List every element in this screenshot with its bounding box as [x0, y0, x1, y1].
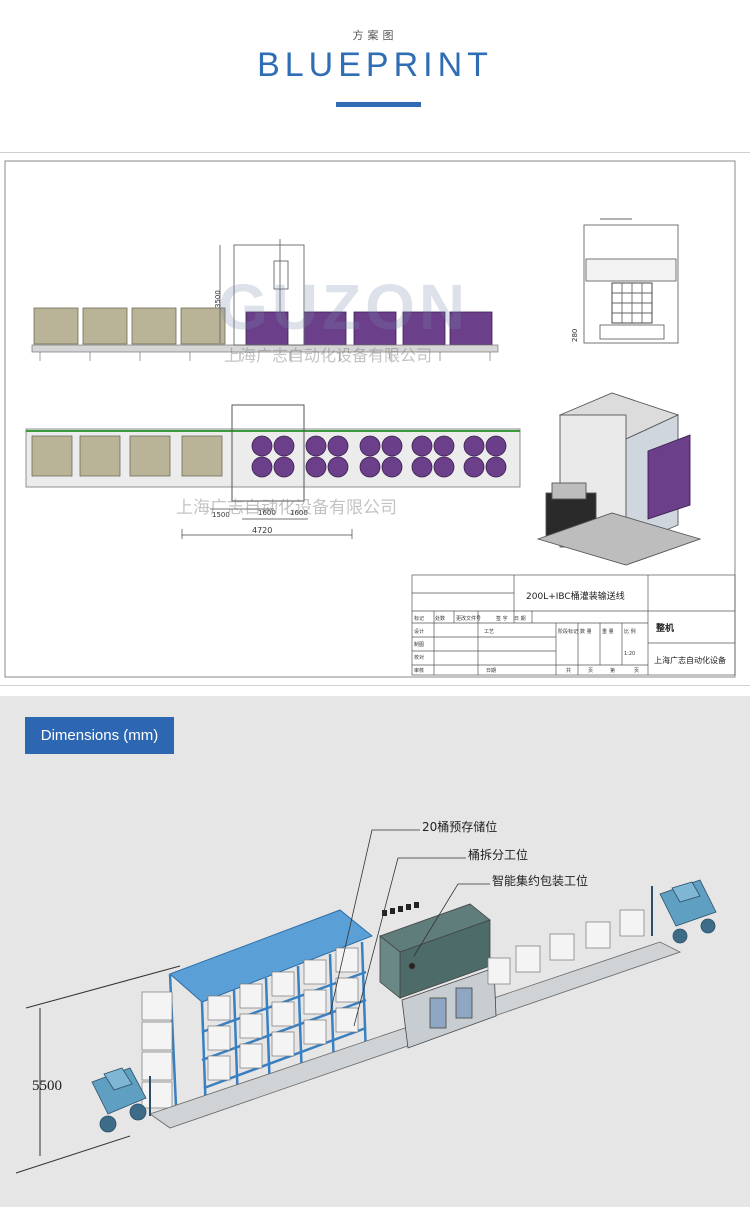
svg-text:日期: 日期	[486, 668, 496, 674]
ibc-tank	[131, 307, 177, 345]
drawing-frame	[4, 160, 736, 678]
title-block-company: 上海广志自动化设备	[654, 655, 726, 665]
storage-rack	[141, 909, 373, 1117]
svg-text:处数: 处数	[435, 615, 445, 622]
svg-text:日 期: 日 期	[514, 616, 526, 622]
svg-text:重 量: 重 量	[602, 628, 614, 635]
svg-text:设计: 设计	[414, 628, 424, 635]
packing-machine	[379, 903, 497, 1049]
svg-text:共: 共	[566, 667, 571, 674]
svg-text:签 字: 签 字	[496, 615, 508, 622]
watermark-logo: GUZON	[218, 271, 469, 343]
forklift-left	[91, 1067, 151, 1133]
svg-text:工艺: 工艺	[484, 629, 494, 635]
svg-text:1:20: 1:20	[624, 651, 635, 657]
svg-text:第: 第	[610, 667, 615, 674]
ibc-tank	[180, 307, 226, 345]
sensor-icons	[382, 902, 419, 916]
dim-width-c: 1600	[290, 509, 308, 517]
dim-width-b: 1600	[258, 509, 276, 517]
forklift-right	[651, 879, 717, 944]
iso-view	[536, 392, 702, 566]
title-block	[411, 574, 736, 676]
page-header: 方案图 BLUEPRINT	[0, 0, 750, 150]
svg-text:更改文件号: 更改文件号	[456, 615, 481, 622]
barrel-pair	[353, 311, 397, 346]
height-value: 5500	[32, 1078, 62, 1094]
svg-text:页: 页	[588, 668, 593, 674]
ibc-tank	[82, 307, 128, 345]
watermark-company-2: 上海广志自动化设备有限公司	[176, 498, 397, 518]
svg-text:页: 页	[634, 668, 639, 674]
title-block-drawing: 整机	[655, 622, 674, 634]
callout-split: 桶拆分工位	[468, 847, 528, 862]
header-title: BLUEPRINT	[257, 46, 493, 84]
svg-text:标记: 标记	[414, 615, 424, 622]
dimensions-illustration: 5500	[15, 819, 717, 1174]
svg-text:阶段标记: 阶段标记	[558, 628, 578, 635]
dim-width-a: 1500	[212, 511, 230, 519]
dim-height: 3500	[214, 290, 222, 308]
callout-storage: 20桶预存储位	[422, 819, 497, 834]
svg-text:审核: 审核	[414, 667, 424, 674]
svg-text:数 量: 数 量	[580, 628, 592, 635]
top-frame	[231, 404, 305, 502]
callout-packing: 智能集约包装工位	[492, 873, 588, 888]
title-block-product: 200L+IBC桶灌装输送线	[526, 590, 625, 602]
ibc-tank	[33, 307, 79, 345]
svg-text:校对: 校对	[414, 654, 424, 661]
svg-text:制图: 制图	[414, 641, 424, 648]
header-underline	[336, 102, 421, 107]
side-view-line	[31, 239, 499, 361]
ibc-totes-right	[487, 909, 645, 985]
blueprint-svg: 3500 1500 1600 1600 4720 280 GUZON 上	[4, 160, 736, 678]
dim-total: 4720	[252, 526, 272, 535]
watermark-company-1: 上海广志自动化设备有限公司	[224, 346, 432, 365]
header-subtitle: 方案图	[352, 29, 398, 42]
barrel-pair	[449, 311, 493, 346]
dim-side-height: 280	[571, 329, 579, 342]
filling-frame	[219, 239, 305, 346]
blueprint-drawing: 3500 1500 1600 1600 4720 280 GUZON 上	[0, 152, 750, 686]
barrel-pair	[402, 311, 446, 346]
callout-lines	[329, 829, 490, 1027]
end-view	[583, 218, 679, 344]
svg-text:比 例: 比 例	[624, 628, 636, 635]
dimensions-section: Dimensions (mm) 5500	[0, 696, 750, 1207]
top-view-line	[25, 404, 521, 539]
dimensions-label: Dimensions (mm)	[25, 717, 174, 754]
